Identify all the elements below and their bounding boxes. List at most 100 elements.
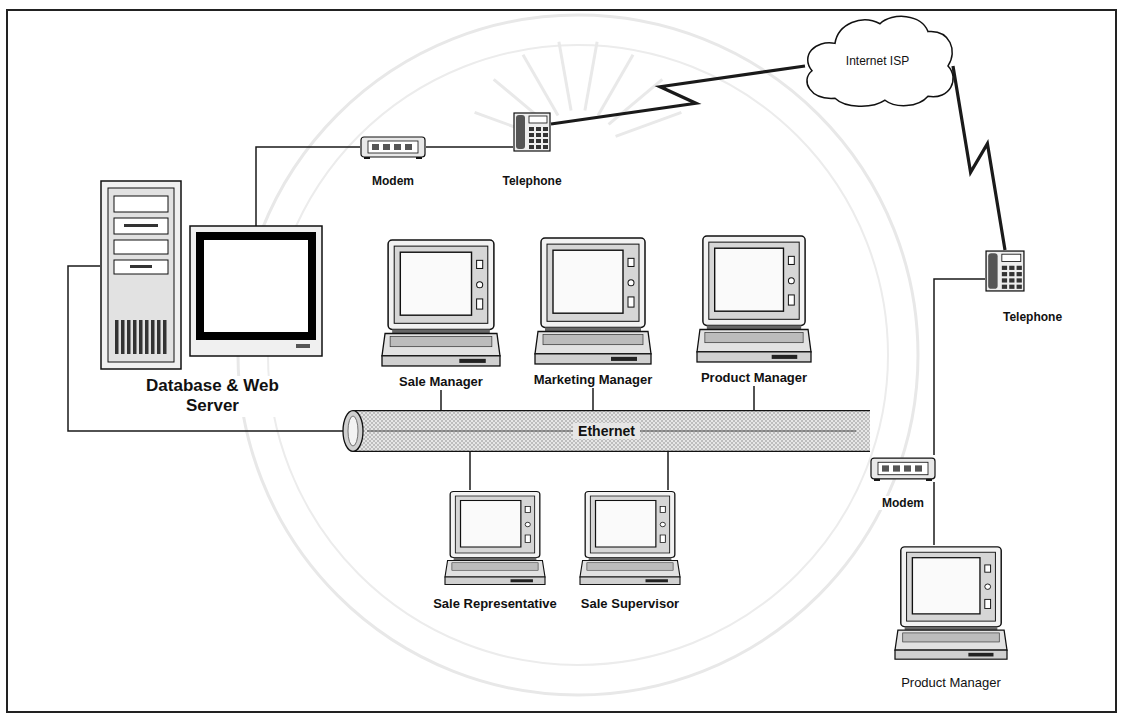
laptop-lid (901, 547, 1001, 627)
watermark-ray (523, 55, 558, 116)
modem-light (893, 465, 900, 471)
tower-panel (108, 188, 174, 362)
laptop-keyboard (903, 633, 1000, 642)
phone-shape (985, 250, 1025, 292)
tower-vent (151, 320, 155, 354)
tower-vent (139, 320, 143, 354)
phone-key (1002, 272, 1007, 276)
phone-key (543, 127, 548, 131)
phone-key (543, 145, 548, 149)
modem-light (405, 144, 412, 150)
laptop-node: Sale Manager (382, 238, 500, 390)
device-label: Product Manager (898, 675, 1004, 691)
laptop-button (477, 299, 483, 309)
laptop-screen (553, 250, 623, 313)
drive-slot (130, 265, 152, 268)
network-cable (934, 279, 985, 455)
modem-panel (368, 141, 418, 153)
diagram-frame (7, 10, 1116, 712)
laptop-button (628, 280, 634, 286)
laptop-keyboard (587, 563, 673, 571)
phone-key (536, 133, 541, 137)
laptop-button (985, 599, 991, 608)
device-label: Telephone (499, 174, 564, 188)
phone-key (543, 139, 548, 143)
laptop-base (382, 333, 500, 355)
pipe-body (343, 410, 870, 452)
laptop-base (895, 630, 1007, 650)
modem-node: Modem (360, 134, 426, 188)
laptop-shape (895, 545, 1007, 661)
laptop-bezel (547, 244, 639, 321)
phone-key (1009, 278, 1014, 282)
laptop-keyboard (705, 333, 803, 343)
telephone-link (551, 66, 805, 124)
server-shape (100, 180, 325, 372)
phone-key (529, 139, 534, 143)
laptop-front (580, 577, 680, 585)
laptop-front (445, 577, 545, 585)
laptop-base (580, 561, 680, 578)
phone-shape (513, 112, 551, 152)
watermark-ray (616, 112, 682, 136)
watermark-rays (475, 42, 682, 137)
device-label: Sale Manager (396, 374, 486, 390)
phone-key (1017, 278, 1022, 282)
phone-key (529, 127, 534, 131)
watermark-ray (609, 79, 663, 124)
drive-bay (114, 218, 168, 234)
laptop-shape (535, 236, 651, 366)
laptop-lid (541, 238, 645, 327)
device-label: Sale Supervisor (578, 596, 682, 612)
network-cable (469, 452, 471, 490)
cloud-outline (807, 16, 953, 106)
laptop-bezel (590, 496, 669, 553)
laptop-shape (580, 490, 680, 586)
device-label: Modem (369, 174, 417, 188)
network-cable (667, 452, 669, 490)
cloud-label: Internet ISP (843, 54, 912, 68)
bus-label: Ethernet (573, 423, 640, 440)
tower-case (101, 181, 181, 369)
laptop-base (535, 331, 651, 353)
monitor-screen (200, 236, 312, 336)
laptop-base (445, 561, 545, 578)
phone-key (536, 127, 541, 131)
tower-vent (115, 320, 119, 354)
laptop-shape (697, 234, 811, 364)
laptop-drive (968, 653, 993, 657)
tower-vent (163, 320, 167, 354)
laptop-shape (382, 238, 500, 368)
laptop-lid (585, 492, 675, 558)
phone-key (536, 139, 541, 143)
laptop-keyboard (390, 337, 492, 347)
laptop-node: Marketing Manager (527, 236, 660, 388)
pipe-end (343, 411, 363, 452)
modem-light (882, 465, 889, 471)
laptop-bezel (455, 496, 534, 553)
modem-case (361, 137, 425, 157)
modem-shape (870, 455, 936, 482)
laptop-bezel (907, 552, 996, 621)
laptop-front (697, 352, 811, 362)
pipe-edge (353, 451, 870, 452)
network-cable (753, 386, 755, 410)
pipe-bore (348, 416, 358, 446)
modem-foot (926, 479, 932, 481)
tower-vent (121, 320, 125, 354)
tower-vent (145, 320, 149, 354)
modem-light (394, 144, 401, 150)
laptop-shape (445, 490, 545, 586)
drive-slot (124, 224, 158, 227)
laptop-screen (715, 248, 784, 311)
laptop-button (660, 507, 665, 513)
telephone-node: Telephone (985, 250, 1080, 324)
phone-display (529, 116, 547, 123)
cable-stub (255, 180, 257, 226)
modem-light (372, 144, 379, 150)
laptop-button (628, 258, 634, 266)
device-label: Product Manager (698, 370, 810, 386)
laptop-front (382, 356, 500, 366)
modem-light (383, 144, 390, 150)
